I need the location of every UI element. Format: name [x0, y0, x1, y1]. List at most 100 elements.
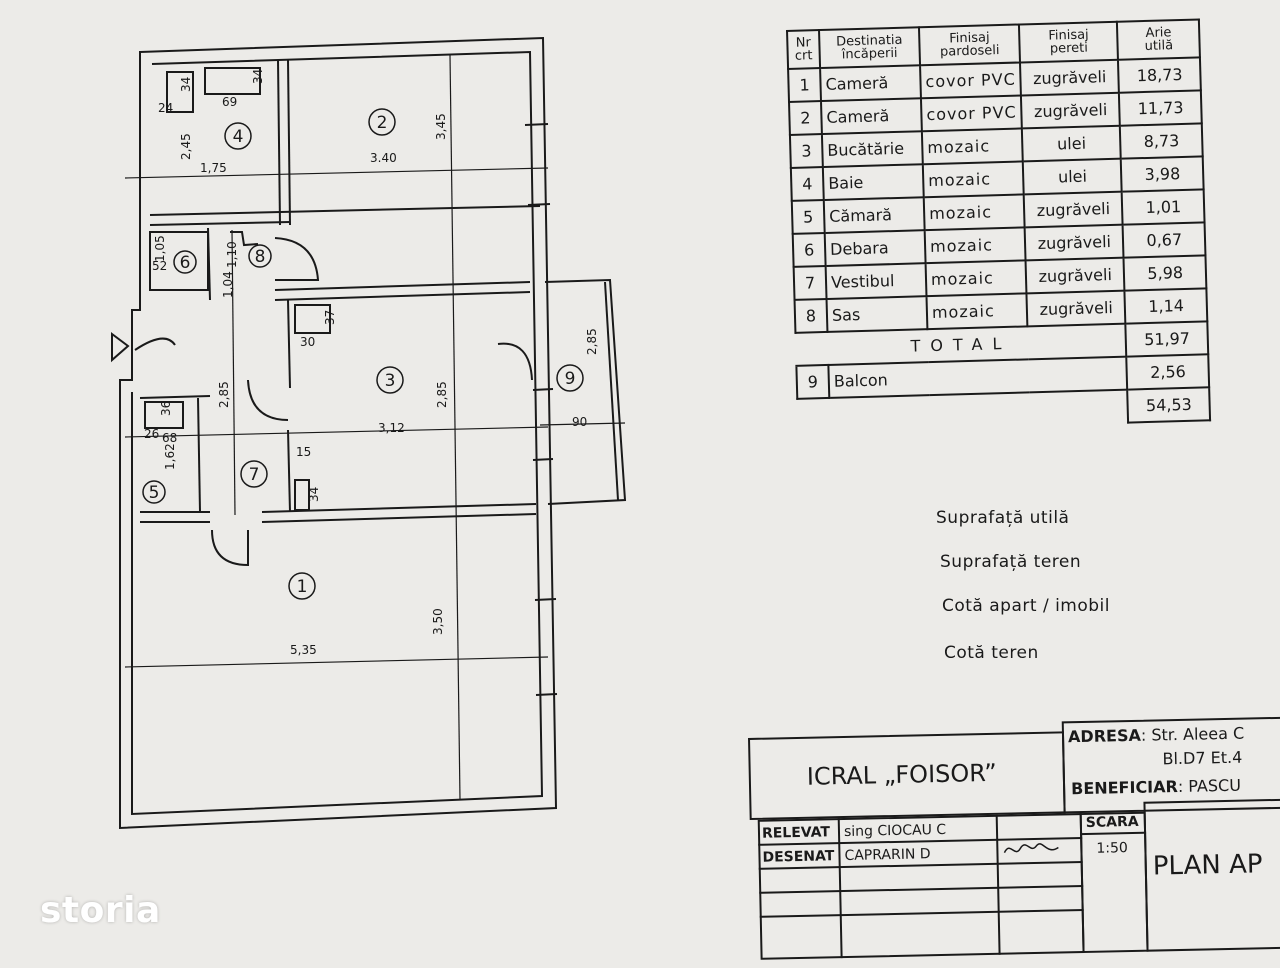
- row-nr: 3: [789, 134, 823, 168]
- dim-26: 26: [144, 427, 159, 441]
- dim-5-35: 5,35: [290, 643, 317, 657]
- grand-total-value: 54,53: [1127, 387, 1211, 423]
- title-block: ICRAL „FOISOR” ADRESA: Str. Aleea C Bl.D…: [748, 715, 1280, 968]
- row-destination: Debara: [824, 230, 926, 266]
- row-floor-finish: mozaic: [924, 227, 1026, 264]
- dim-2-85-balcony: 2,85: [585, 328, 599, 355]
- total-value: 51,97: [1125, 321, 1209, 357]
- summary-land-area: Suprafață teren: [940, 552, 1082, 572]
- row-floor-finish: mozaic: [926, 293, 1028, 330]
- dim-1-04: 1,04: [221, 271, 235, 298]
- room-8-number: 8: [255, 247, 266, 267]
- dim-1-75: 1,75: [200, 161, 227, 175]
- room-6-number: 6: [180, 253, 191, 273]
- balcony-nr: 9: [796, 364, 830, 399]
- dim-34a: 34: [179, 77, 193, 92]
- row-destination: Cameră: [820, 65, 921, 102]
- row-nr: 4: [790, 167, 824, 201]
- address-label: ADRESA: [1067, 725, 1142, 747]
- scale-label: SCARA: [1085, 813, 1139, 831]
- beneficiary-label: BENEFICIAR: [1070, 777, 1179, 799]
- dim-1-05: 1,05: [153, 235, 167, 262]
- row-area: 1,14: [1124, 288, 1208, 324]
- summary-land-share: Cotă teren: [944, 643, 1039, 663]
- dim-3-45: 3,45: [434, 113, 448, 140]
- dim-68: 68: [162, 431, 177, 445]
- dim-2-45: 2,45: [179, 133, 193, 160]
- row-area: 3,98: [1121, 156, 1204, 192]
- row-nr: 2: [789, 101, 822, 135]
- summary-usable-area: Suprafață utilă: [936, 508, 1070, 528]
- outer-wall-inner: [131, 50, 544, 816]
- dim-1-10: 1,10: [225, 241, 239, 268]
- row-area: 11,73: [1119, 90, 1203, 126]
- dim-34c: 34: [307, 487, 321, 502]
- row-wall-finish: zugrăveli: [1026, 290, 1126, 327]
- storia-watermark: storia: [40, 890, 161, 931]
- room-2-number: 2: [377, 113, 388, 133]
- room-9-number: 9: [565, 369, 576, 389]
- row-destination: Bucătărie: [821, 131, 923, 168]
- surveyed-label: RELEVAT: [761, 824, 831, 842]
- entry-arrow-icon: [111, 332, 130, 363]
- beneficiary-value: : PASCU: [1177, 775, 1242, 797]
- scale-value: 1:50: [1096, 840, 1129, 857]
- address-value: : Str. Aleea C: [1140, 723, 1245, 745]
- room-1-number: 1: [297, 577, 308, 597]
- row-floor-finish: mozaic: [923, 194, 1025, 231]
- dim-1-62: 1,62: [163, 443, 177, 470]
- row-destination: Cămară: [823, 197, 925, 233]
- dim-30: 30: [300, 335, 315, 349]
- row-floor-finish: covor PVC: [920, 95, 1023, 132]
- row-area: 5,98: [1123, 255, 1207, 291]
- row-floor-finish: mozaic: [922, 161, 1024, 198]
- dim-37: 37: [323, 310, 337, 325]
- row-wall-finish: ulei: [1022, 125, 1122, 162]
- row-destination: Baie: [822, 164, 924, 201]
- row-nr: 7: [793, 265, 827, 300]
- row-floor-finish: mozaic: [925, 260, 1027, 297]
- company-name: ICRAL „FOISOR”: [806, 758, 998, 791]
- room-7-number: 7: [249, 465, 260, 485]
- dim-3-12: 3,12: [378, 421, 405, 435]
- drawn-label: DESENAT: [762, 848, 835, 866]
- dim-36: 36: [159, 401, 173, 416]
- row-nr: 5: [791, 200, 825, 234]
- row-wall-finish: zugrăveli: [1023, 191, 1123, 228]
- row-destination: Cameră: [820, 98, 922, 135]
- row-wall-finish: zugrăveli: [1025, 257, 1125, 294]
- outer-wall: [119, 36, 558, 830]
- balcony-area: 2,56: [1126, 354, 1210, 390]
- dim-2-85-vert-mid: 2,85: [435, 381, 449, 408]
- dim-34b: 34: [251, 69, 265, 84]
- drawn-value: CAPRARIN D: [844, 846, 931, 865]
- room-5-number: 5: [149, 483, 160, 503]
- row-wall-finish: ulei: [1023, 158, 1122, 195]
- row-nr: 1: [788, 68, 821, 102]
- floor-plan: 3,45 3.40 1,75 2,45 24 69 34 34 1,05 52 …: [111, 36, 627, 830]
- dim-90: 90: [572, 415, 587, 429]
- row-area: 1,01: [1121, 189, 1205, 225]
- surveyed-value: sing CIOCAU C: [843, 821, 947, 841]
- building-floor: Bl.D7 Et.4: [1162, 747, 1243, 769]
- signature-icon: [1003, 843, 1059, 854]
- dim-69: 69: [222, 95, 237, 109]
- row-floor-finish: mozaic: [921, 128, 1024, 165]
- dim-3-50: 3,50: [431, 608, 445, 635]
- row-destination: Vestibul: [825, 263, 927, 299]
- row-wall-finish: zugrăveli: [1021, 92, 1121, 129]
- room-3-number: 3: [385, 371, 396, 391]
- dim-2-85-vert-left: 2,85: [217, 381, 231, 408]
- room-4-number: 4: [233, 127, 244, 147]
- row-wall-finish: zugrăveli: [1024, 224, 1124, 261]
- dim-3-40: 3.40: [370, 151, 397, 165]
- row-area: 8,73: [1120, 123, 1203, 159]
- plan-title: PLAN AP: [1152, 849, 1263, 882]
- row-floor-finish: covor PVC: [920, 62, 1022, 99]
